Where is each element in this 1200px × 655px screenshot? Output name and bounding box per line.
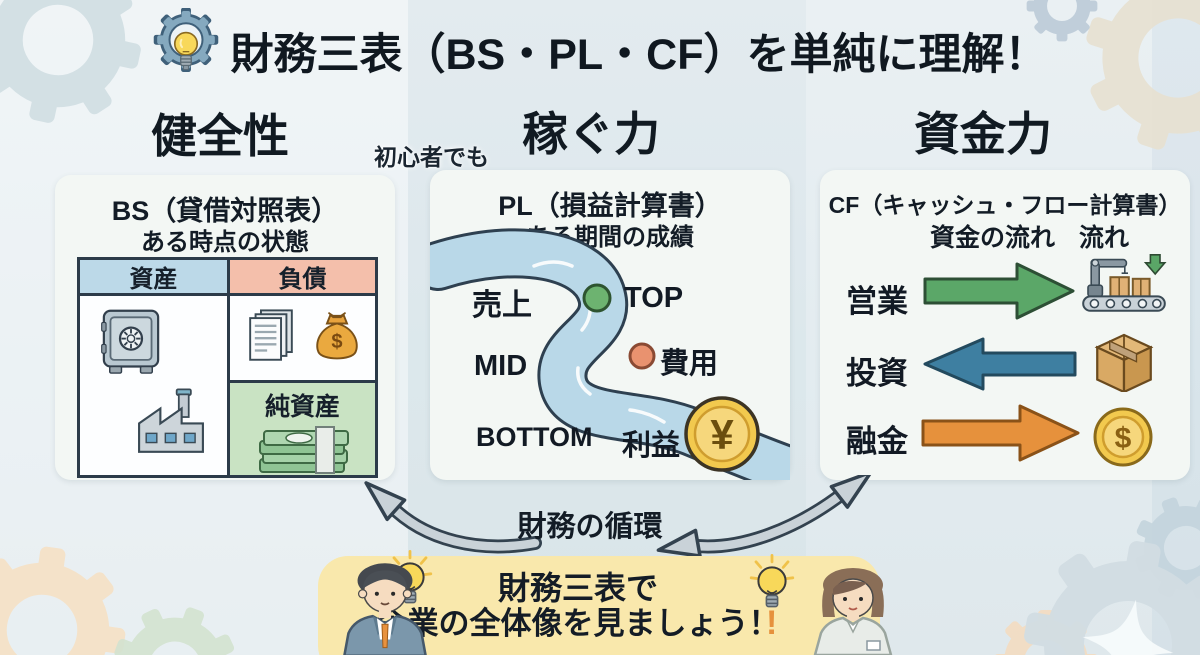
dollar-symbol: $ (331, 331, 342, 353)
gear-lightbulb-icon (153, 8, 219, 94)
cash-stack-icon (259, 426, 349, 474)
banner-line2: 企業の全体像を見ましょう！ (376, 606, 780, 641)
net-assets-cell: 純資産 (227, 380, 375, 475)
businesswoman-figure (813, 568, 893, 655)
heading-earning-power: 稼ぐ力 (522, 108, 660, 160)
box-icon (1094, 333, 1154, 392)
heading-cash-power: 資金力 (914, 108, 1052, 160)
safe-icon (101, 309, 160, 374)
sales-label: 売上 (472, 289, 532, 322)
bs-panel: BS（貸借対照表） ある時点の状態 資産 負債 (55, 175, 395, 480)
factory-icon (138, 388, 204, 453)
pl-panel: PL（損益計算書） ある期間の成績 ¥ 売上 TOP MID 費用 BOTTO (430, 170, 790, 480)
assets-header-cell: 資産 (80, 260, 227, 296)
lightbulb-icon (749, 554, 795, 608)
expense-label: 費用 (660, 348, 719, 380)
cf-panel-subtitle: 資金の流れ 流れ (820, 218, 1190, 254)
top-label: TOP (624, 282, 684, 314)
bottom-label: BOTTOM (476, 422, 593, 452)
yen-symbol: ¥ (710, 411, 734, 458)
bs-panel-title: BS（貸借対照表） (111, 196, 339, 226)
yen-coin-icon: ¥ (684, 396, 760, 472)
flow-label: 流れ (1079, 224, 1130, 252)
header: 財務三表（BS・PL・CF）を単純に理解！ (0, 8, 1200, 94)
gear-icon (1008, 525, 1200, 655)
operating-label: 営業 (846, 284, 908, 319)
money-bag-icon: $ (316, 312, 358, 360)
operating-arrow-right (923, 262, 1075, 320)
mid-label: MID (474, 350, 528, 382)
dollar-symbol: $ (1115, 422, 1132, 455)
cycle-arrows (364, 475, 873, 558)
beginner-note: 初心者でも (374, 144, 489, 170)
financing-label: 融金 (846, 424, 908, 459)
top-line-dot (582, 283, 612, 313)
page-title: 財務三表（BS・PL・CF）を単純に理解！ (230, 31, 1048, 79)
cf-panel: CF（キャッシュ・フロー計算書） 資金の流れ 流れ 営業 (820, 170, 1190, 480)
dollar-coin-icon: $ (1093, 407, 1153, 467)
profit-label: 利益 (622, 430, 681, 462)
financing-arrow-right (921, 404, 1080, 462)
liabilities-header-cell: 負債 (227, 260, 375, 296)
expense-dot (628, 342, 656, 370)
bs-panel-subtitle: ある時点の状態 (141, 229, 309, 256)
down-arrow-icon (1143, 254, 1167, 276)
conveyor-icon (1082, 254, 1167, 312)
liabilities-cell: $ (227, 296, 375, 380)
cash-flow-label: 資金の流れ (930, 224, 1056, 252)
gear-icon (95, 588, 255, 655)
assets-cell (80, 296, 227, 475)
documents-icon (249, 309, 293, 361)
cf-panel-title: CF（キャッシュ・フロー計算書） (828, 192, 1182, 218)
cycle-arrow-left (364, 481, 542, 554)
investing-arrow-left (923, 337, 1077, 391)
net-assets-label: 純資産 (264, 393, 340, 421)
balance-sheet-table: 資産 負債 (77, 257, 378, 478)
heading-soundness: 健全性 (151, 110, 289, 162)
businessman-figure (343, 563, 427, 655)
cycle-label: 財務の循環 (517, 511, 663, 543)
banner-text: 財務三表で 企業の全体像を見ましょう！ (318, 570, 838, 642)
gear-icon (0, 536, 136, 655)
cycle-arrow-right-double (656, 475, 873, 558)
pl-panel-title: PL（損益計算書） (498, 191, 722, 221)
exclamation-mark: ! (766, 604, 778, 642)
investing-label: 投資 (846, 356, 908, 391)
sparkle-icon (1082, 599, 1174, 655)
banner-line1: 財務三表で (497, 570, 658, 606)
pl-river-graphic: ¥ (430, 228, 790, 480)
